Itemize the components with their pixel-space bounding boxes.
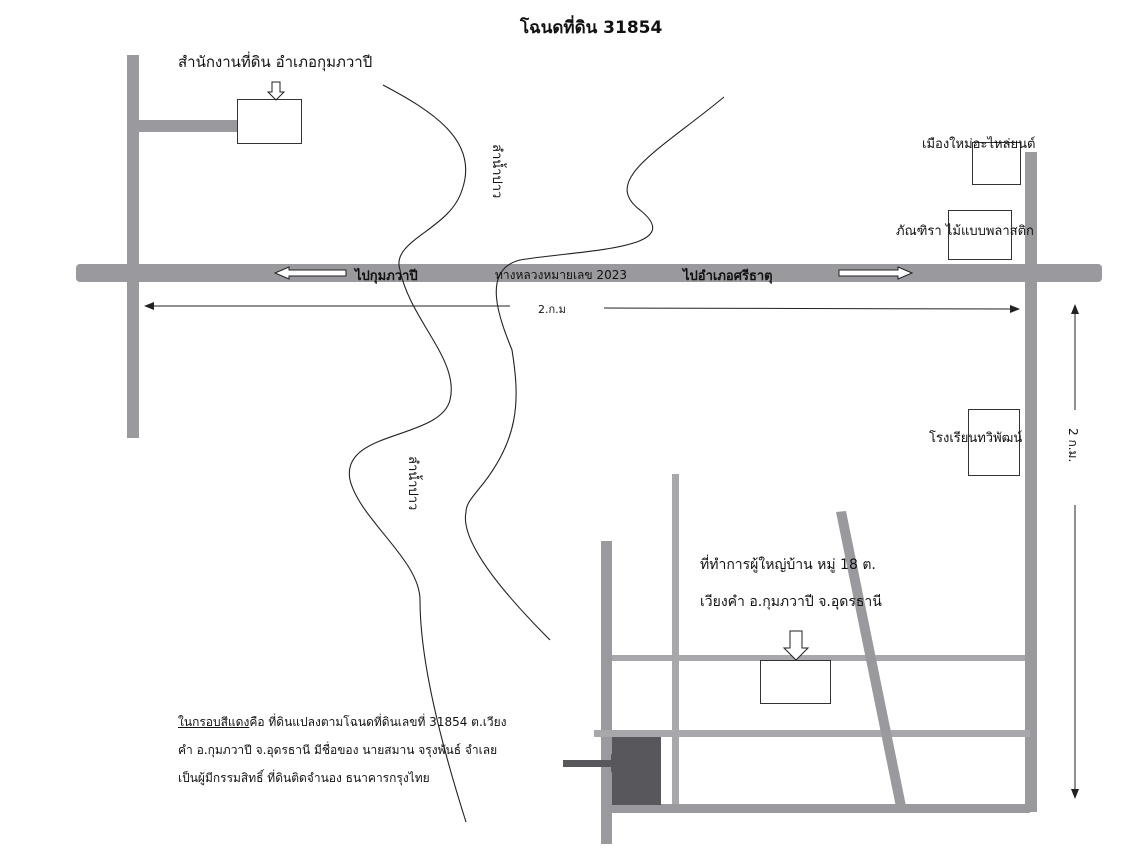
land-office-label: สำนักงานที่ดิน อำเภอกุมภวาปี (178, 53, 373, 71)
river-west (348, 84, 467, 823)
horizontal-distance-label: 2.ก.ม (538, 303, 566, 316)
plastic-shop-building (948, 210, 1012, 260)
village-west-road (601, 541, 612, 844)
highway-label: ทางหลวงหมายเลข 2023 (495, 268, 627, 282)
headman-office-building (760, 660, 831, 704)
village-inner-road (672, 474, 679, 810)
river-label-south: ลำน้ำปาว (405, 456, 420, 511)
parcel-note: ในกรอบสีแดงคือ ที่ดินแปลงตามโฉนดที่ดินเล… (178, 708, 507, 792)
dimension-arrow-icon (144, 302, 1020, 313)
to-si-that-label: ไปอำเภอศรีธาตุ (683, 269, 773, 284)
headman-office-label-line2: เวียงคำ อ.กุมภวาปี จ.อุดรธานี (700, 594, 882, 610)
parcel-note-line1-rest: คือ ที่ดินแปลงตามโฉนดที่ดินเลขที่ 31854 … (249, 715, 507, 729)
right-arrow-icon (838, 266, 914, 280)
highway-road (76, 264, 1102, 282)
parcel-note-line1: ในกรอบสีแดงคือ ที่ดินแปลงตามโฉนดที่ดินเล… (178, 708, 507, 736)
land-office-access-road (139, 120, 237, 132)
river-label-north: ลำน้ำปาว (489, 144, 504, 199)
land-parcel (612, 737, 661, 805)
vertical-distance-label: 2 ก.ม. (1066, 428, 1080, 463)
river-east (464, 96, 725, 641)
diagonal-road (836, 511, 906, 807)
car-parts-shop-label: เมืองใหม่อะไหล่ยนต์ (922, 137, 1036, 152)
school-building (968, 409, 1020, 476)
village-road-south (606, 804, 1030, 813)
village-road-north (612, 655, 1025, 661)
down-arrow-icon (782, 630, 810, 661)
plastic-shop-label: ภัณฑิรา ไม้แบบพลาสติก (896, 224, 1034, 239)
left-vertical-road (127, 55, 139, 438)
headman-office-label-line1: ที่ทำการผู้ใหญ่บ้าน หมู่ 18 ต. (700, 557, 876, 573)
car-parts-shop-building (972, 142, 1021, 185)
village-road-middle (594, 730, 1030, 737)
to-kumphawapi-label: ไปกุมภวาปี (355, 269, 418, 284)
map-title: โฉนดที่ดิน 31854 (520, 18, 663, 38)
right-vertical-road (1025, 152, 1037, 812)
school-label: โรงเรียนทวิพัฒน์ (929, 431, 1023, 446)
left-arrow-icon (273, 266, 347, 280)
dimension-arrow-icon (1071, 304, 1079, 799)
parcel-note-line3: เป็นผู้มีกรรมสิทธิ์ ที่ดินติดจำนอง ธนาคา… (178, 771, 430, 785)
parcel-note-highlight: ในกรอบสีแดง (178, 715, 250, 729)
parcel-note-line2: คำ อ.กุมภวาปี จ.อุดรธานี มีชื่อของ นายสม… (178, 743, 498, 757)
down-arrow-icon (266, 81, 286, 101)
parcel-pointer-arrow-icon (563, 754, 628, 772)
land-office-building (237, 99, 302, 144)
